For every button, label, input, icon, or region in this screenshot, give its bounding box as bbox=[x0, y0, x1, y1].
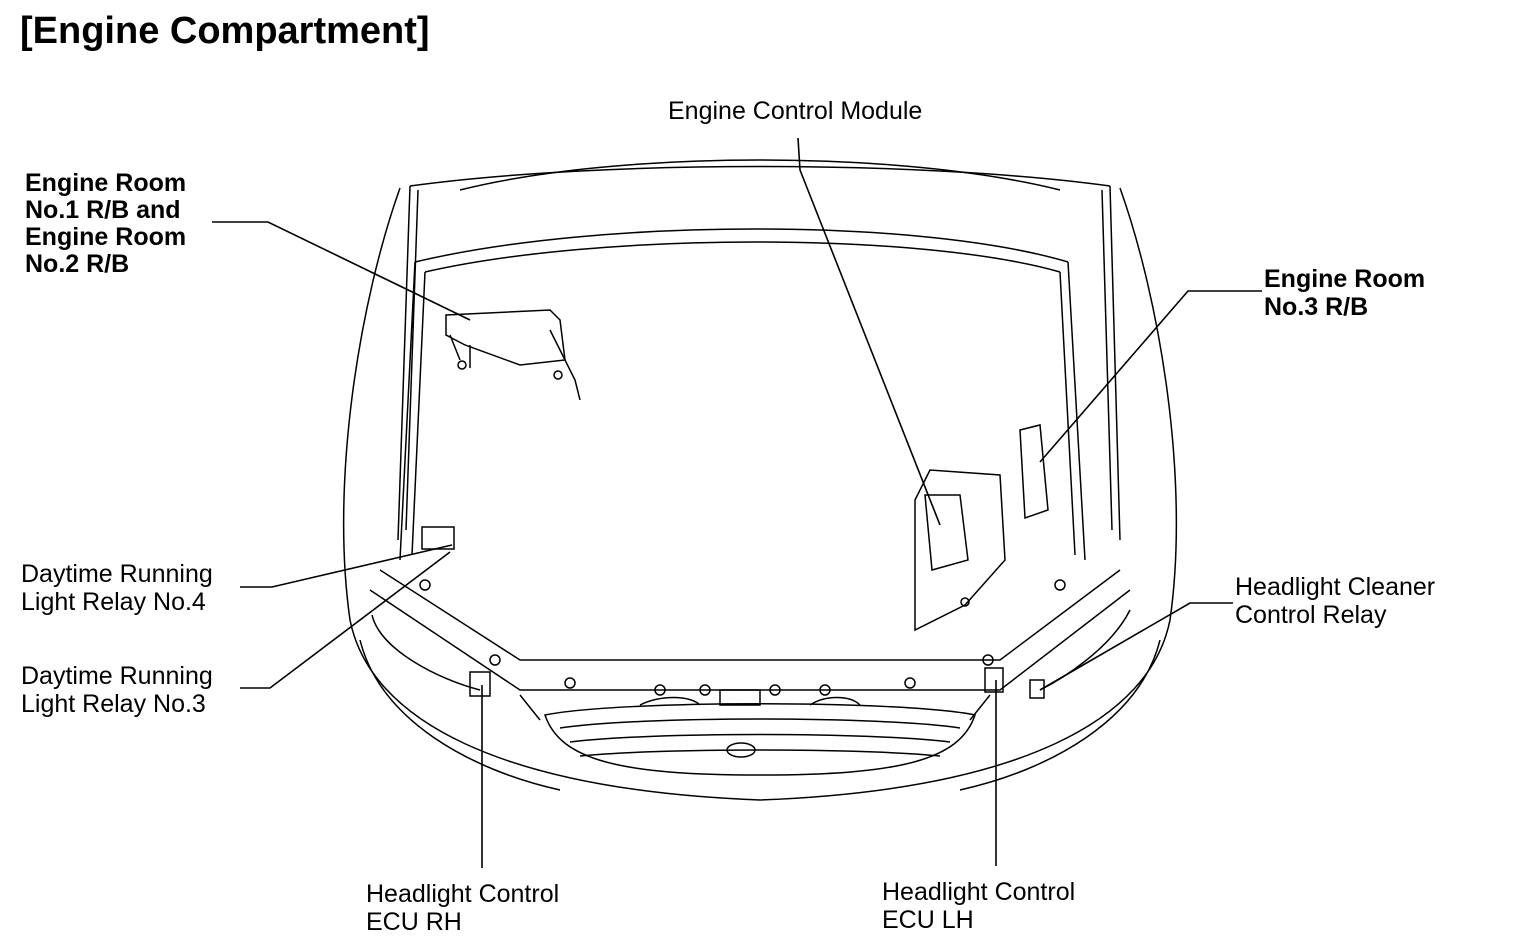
engine-room-no3-rb-part bbox=[1019, 424, 1049, 520]
label-headlight-control-ecu-lh: Headlight Control ECU LH bbox=[882, 878, 1076, 934]
car-body-outline bbox=[342, 159, 1178, 801]
headlight-ecu-parts bbox=[469, 667, 1045, 699]
label-engine-room-no3-rb: Engine Room No.3 R/B bbox=[1264, 265, 1426, 321]
label-engine-control-module: Engine Control Module bbox=[668, 97, 923, 125]
label-drl-relay-no3: Daytime Running Light Relay No.3 bbox=[21, 662, 213, 718]
engine-room-no1-no2-rb-part bbox=[445, 309, 581, 401]
leader-lines bbox=[212, 137, 1262, 868]
label-engine-room-no1-no2-rb: Engine Room No.1 R/B and Engine Room No.… bbox=[25, 169, 187, 278]
engine-control-module-part bbox=[914, 469, 1006, 632]
label-headlight-cleaner-control-relay: Headlight Cleaner Control Relay bbox=[1235, 573, 1436, 629]
label-headlight-control-ecu-rh: Headlight Control ECU RH bbox=[366, 880, 560, 936]
page-title: [Engine Compartment] bbox=[20, 10, 430, 52]
label-drl-relay-no4: Daytime Running Light Relay No.4 bbox=[21, 560, 213, 616]
